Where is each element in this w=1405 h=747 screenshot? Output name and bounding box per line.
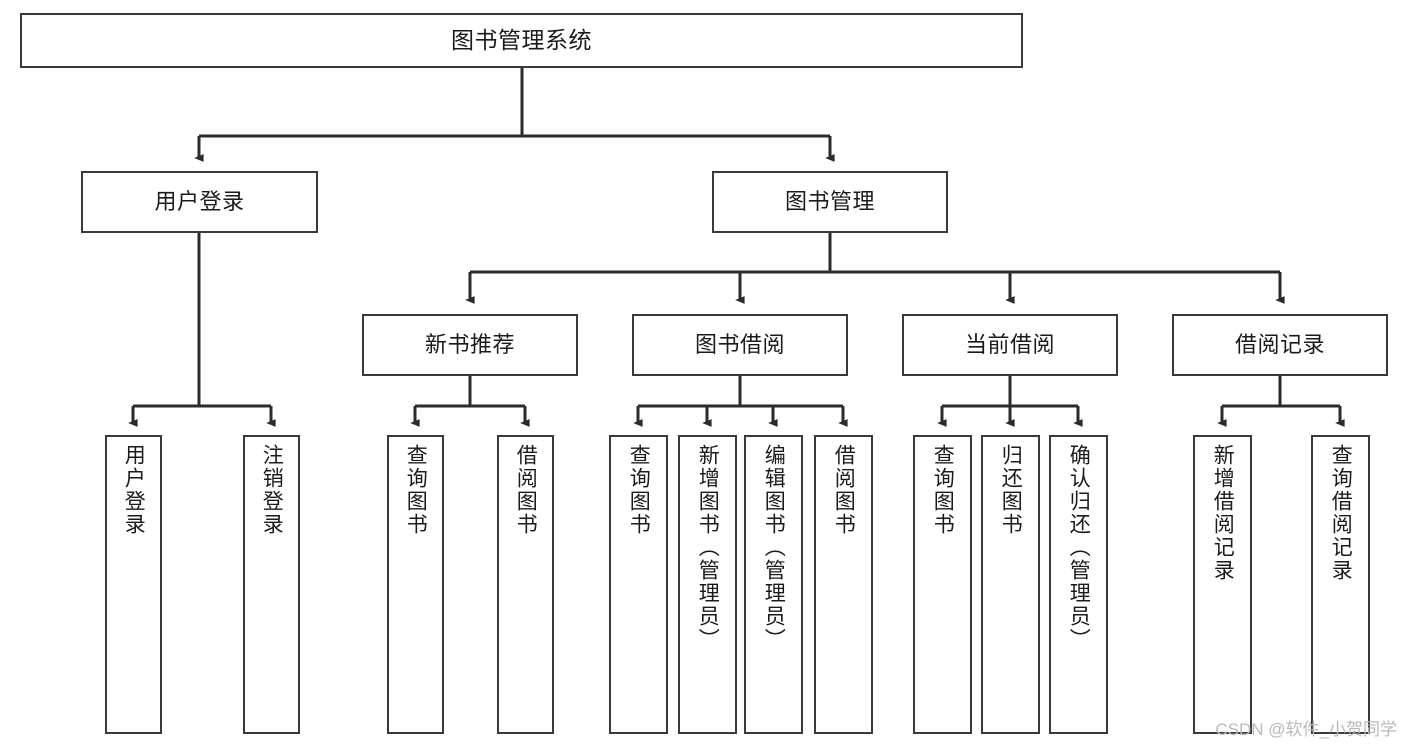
leaf-edit-book-admin[interactable]: 编辑图书（管理员）: [744, 435, 803, 734]
node-current-borrow[interactable]: 当前借阅: [902, 314, 1118, 376]
leaf-borrow-book-recommend[interactable]: 借阅图书: [497, 435, 554, 734]
node-label: 图书管理系统: [451, 26, 592, 53]
watermark: CSDN @软件_小贺同学: [1215, 720, 1397, 739]
node-label: 归还图书: [999, 444, 1023, 536]
node-new-book-recommend[interactable]: 新书推荐: [362, 314, 578, 376]
node-label: 用户登录: [122, 444, 146, 536]
leaf-user-login[interactable]: 用户登录: [105, 435, 162, 734]
leaf-query-book-current[interactable]: 查询图书: [913, 435, 972, 734]
node-label: 新增借阅记录: [1211, 444, 1235, 582]
node-book-borrow[interactable]: 图书借阅: [632, 314, 848, 376]
node-label: 查询借阅记录: [1329, 444, 1353, 582]
node-borrow-record[interactable]: 借阅记录: [1172, 314, 1388, 376]
node-label: 借阅图书: [514, 444, 538, 536]
leaf-return-book[interactable]: 归还图书: [981, 435, 1040, 734]
leaf-logout-login[interactable]: 注销登录: [243, 435, 300, 734]
node-label: 确认归还（管理员）: [1067, 444, 1091, 651]
node-label: 当前借阅: [964, 331, 1055, 357]
node-label: 查询图书: [404, 444, 428, 536]
leaf-add-borrow-record[interactable]: 新增借阅记录: [1193, 435, 1252, 734]
node-label: 新书推荐: [424, 331, 515, 357]
node-book-management-system[interactable]: 图书管理系统: [20, 13, 1023, 68]
leaf-query-book-recommend[interactable]: 查询图书: [387, 435, 444, 734]
leaf-query-borrow-record[interactable]: 查询借阅记录: [1311, 435, 1370, 734]
node-label: 查询图书: [627, 444, 651, 536]
node-label: 用户登录: [154, 188, 245, 214]
node-label: 查询图书: [931, 444, 955, 536]
node-label: 编辑图书（管理员）: [762, 444, 786, 651]
leaf-confirm-return-admin[interactable]: 确认归还（管理员）: [1049, 435, 1108, 734]
leaf-borrow-book[interactable]: 借阅图书: [814, 435, 873, 734]
node-user-login[interactable]: 用户登录: [81, 171, 318, 233]
node-book-management[interactable]: 图书管理: [712, 171, 948, 233]
node-label: 图书管理: [784, 188, 875, 214]
node-label: 借阅图书: [832, 444, 856, 536]
node-label: 图书借阅: [694, 331, 785, 357]
node-label: 注销登录: [260, 444, 284, 536]
node-label: 新增图书（管理员）: [696, 444, 720, 651]
leaf-query-book-borrow[interactable]: 查询图书: [609, 435, 668, 734]
leaf-add-book-admin[interactable]: 新增图书（管理员）: [678, 435, 737, 734]
node-label: 借阅记录: [1234, 331, 1325, 357]
